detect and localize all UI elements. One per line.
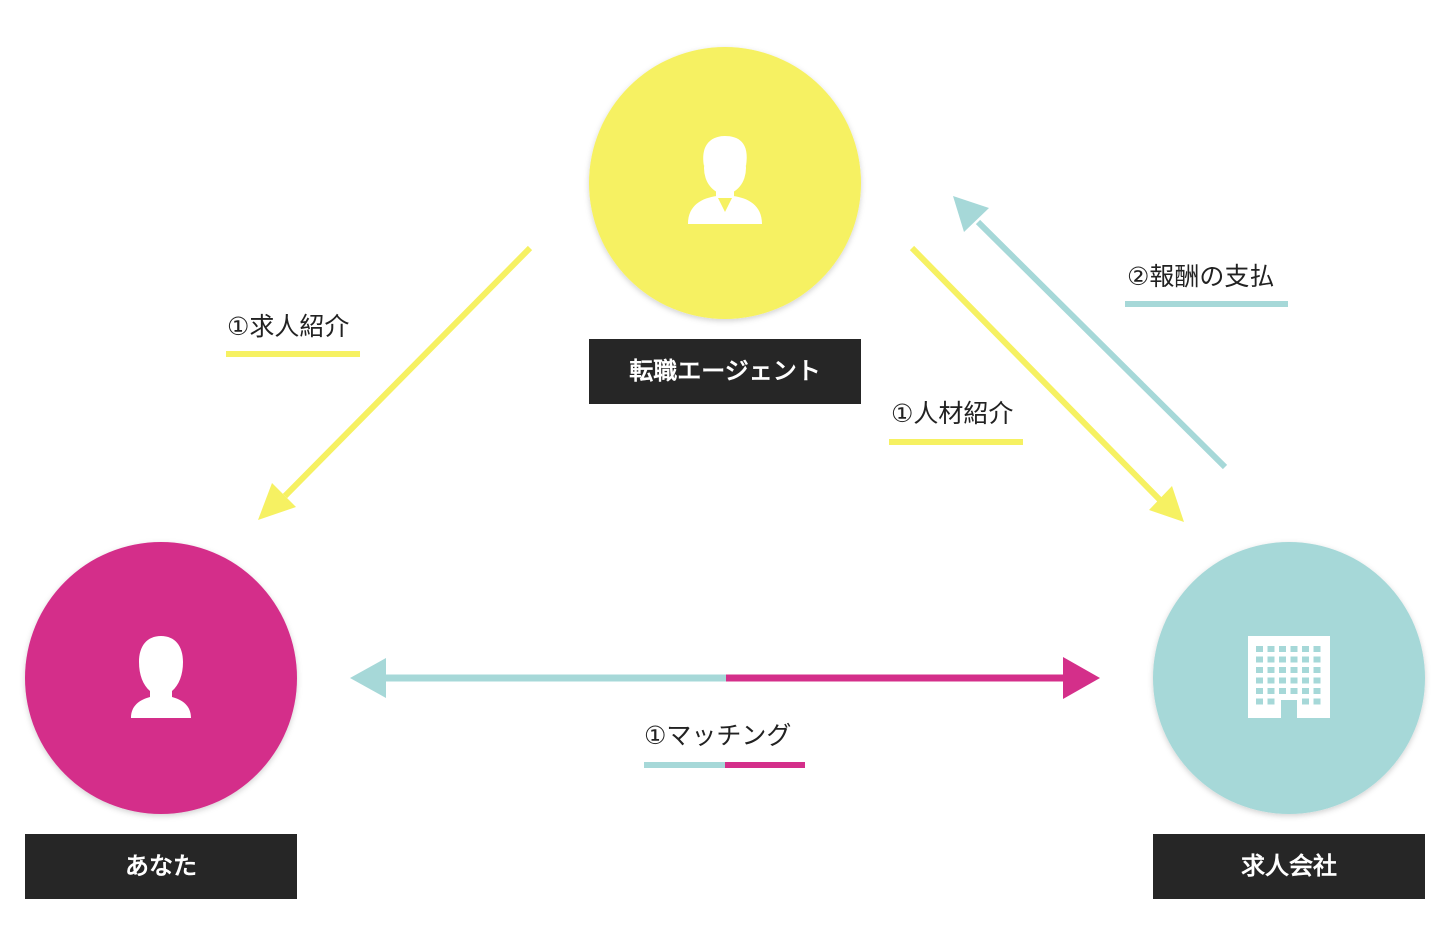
edge-label-matching: ①マッチング [644, 721, 805, 768]
building-door [1281, 700, 1297, 718]
node-you: あなた [25, 542, 297, 899]
building-window [1267, 656, 1275, 663]
person-icon [131, 636, 191, 718]
building-window [1279, 656, 1286, 663]
node-label-you: あなた [25, 834, 297, 899]
building-window [1256, 656, 1263, 663]
building-window [1313, 698, 1321, 705]
building-window [1267, 677, 1275, 684]
svg-text:①人材紹介: ①人材紹介 [891, 399, 1013, 428]
svg-text:転職エージェント: 転職エージェント [629, 357, 821, 385]
svg-text:求人会社: 求人会社 [1241, 852, 1337, 880]
building-window [1313, 677, 1321, 684]
building-window [1313, 688, 1321, 694]
edge-matching-arrow [350, 657, 1100, 699]
edge-talent-intro-arrow [909, 245, 1184, 522]
building-window [1290, 688, 1298, 694]
edge-label-job-intro: ①求人紹介 [226, 312, 360, 357]
building-window [1256, 667, 1263, 673]
node-company: 求人会社 [1153, 542, 1425, 899]
edge-label-payment: ②報酬の支払 [1125, 262, 1288, 307]
building-window [1290, 677, 1298, 684]
building-window [1256, 698, 1263, 705]
node-agent: 転職エージェント [589, 47, 861, 404]
building-window [1267, 698, 1275, 705]
building-window [1302, 656, 1309, 663]
building-window [1313, 646, 1321, 652]
svg-text:②報酬の支払: ②報酬の支払 [1127, 262, 1274, 291]
svg-text:①求人紹介: ①求人紹介 [227, 312, 349, 341]
building-window [1267, 667, 1275, 673]
building-window [1256, 677, 1263, 684]
building-window [1256, 646, 1263, 652]
node-label-company: 求人会社 [1153, 834, 1425, 899]
edge-label-talent-intro: ①人材紹介 [889, 399, 1023, 445]
building-window [1290, 656, 1298, 663]
building-window [1256, 688, 1263, 694]
svg-text:あなた: あなた [125, 852, 197, 880]
building-window [1267, 688, 1275, 694]
node-label-agent: 転職エージェント [589, 339, 861, 404]
edge-job-intro-arrow [258, 245, 533, 520]
building-window [1290, 646, 1298, 652]
businessman-icon [688, 136, 762, 224]
building-window [1313, 667, 1321, 673]
building-window [1279, 667, 1286, 673]
svg-text:①マッチング: ①マッチング [644, 721, 791, 750]
building-window [1279, 688, 1286, 694]
building-window [1302, 677, 1309, 684]
building-window [1313, 656, 1321, 663]
building-window [1279, 677, 1286, 684]
building-window [1302, 646, 1309, 652]
building-window [1302, 688, 1309, 694]
building-window [1279, 646, 1286, 652]
building-window [1302, 698, 1309, 705]
building-window [1267, 646, 1275, 652]
building-icon [1248, 636, 1330, 718]
building-window [1290, 667, 1298, 673]
edge-payment-arrow [953, 196, 1228, 470]
building-window [1302, 667, 1309, 673]
